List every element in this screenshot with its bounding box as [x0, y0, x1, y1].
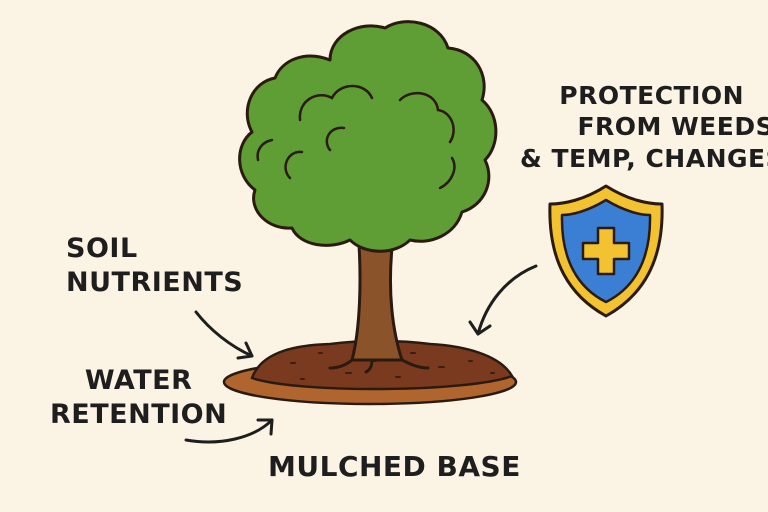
protection-label-line-1: PROTECTION [559, 81, 745, 110]
water-retention-label-line-1: WATER [84, 365, 193, 396]
tree-icon [238, 20, 498, 253]
protection-label-line-2: FROM WEEDS [577, 112, 768, 142]
protection-label: PROTECTION FROM WEEDS & TEMP, CHANGES [520, 80, 768, 174]
arrow-water-retention [184, 418, 274, 444]
arrow-protection [468, 264, 538, 336]
mulched-base-label: MULCHED BASE [268, 450, 521, 483]
soil-nutrients-label-line-2: NUTRIENTS [66, 266, 244, 298]
arrow-soil-nutrients [194, 310, 254, 360]
soil-nutrients-label-line-1: SOIL [66, 233, 138, 264]
water-retention-label: WATER RETENTION [50, 364, 227, 432]
mulch-base [222, 339, 518, 406]
protection-label-line-3: & TEMP, CHANGES [520, 143, 768, 173]
shield-plus-icon [548, 184, 664, 318]
water-retention-label-line-2: RETENTION [50, 398, 228, 430]
soil-nutrients-label: SOIL NUTRIENTS [66, 232, 243, 300]
